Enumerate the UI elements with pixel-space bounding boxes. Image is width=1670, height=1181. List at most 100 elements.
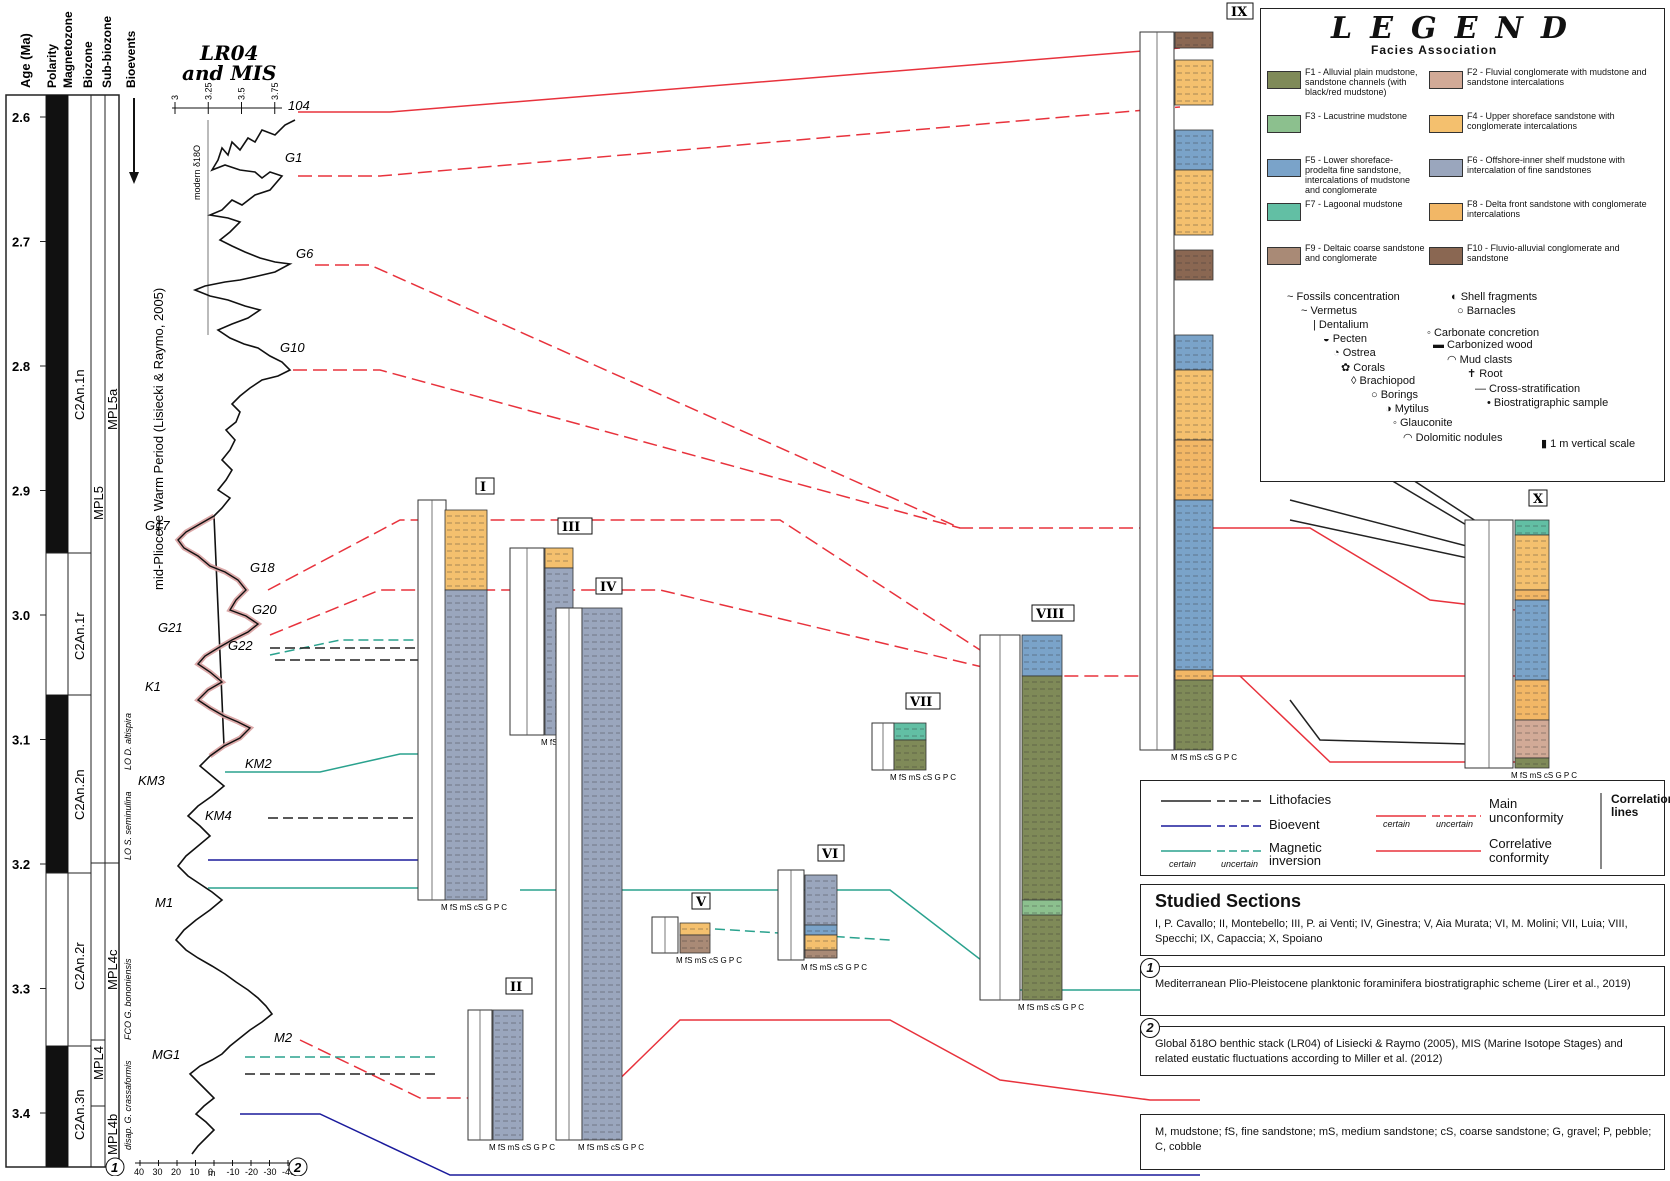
legend-symbol-item: | Dentalium	[1313, 319, 1369, 331]
magnetozone-c2an2r: C2An.2r	[72, 942, 87, 990]
biozone-mpl4b: MPL4b	[105, 1114, 120, 1155]
uncertain-label-left: uncertain	[1221, 859, 1259, 869]
mis-label: G17	[145, 518, 170, 533]
section-numeral-box	[505, 977, 533, 995]
sea-level-tick-label: 0	[208, 1167, 213, 1176]
facies-block-f6	[804, 874, 838, 926]
lr04-axis-tick-label: 3.75	[270, 82, 280, 100]
facies-block-f7	[893, 722, 927, 741]
facies-block-f1	[1514, 757, 1550, 769]
facies-swatch-f1	[1267, 71, 1301, 89]
facies-label-f1: F1 - Alluvial plain mudstone, sandstone …	[1305, 67, 1418, 97]
section-ix: IXM fS mS cS G P C	[1139, 2, 1254, 762]
note-2-marker: 2	[1140, 1018, 1160, 1038]
grain-size-scale: M fS mS cS G P C	[578, 1143, 644, 1152]
mis-label: KM4	[205, 808, 232, 823]
biozone-mpl4: MPL4	[91, 1046, 106, 1080]
studied-sections-box: Studied Sections I, P. Cavallo; II, Mont…	[1140, 884, 1665, 956]
magnetozone-c2an1n: C2An.1n	[72, 369, 87, 420]
facies-block-f4	[1174, 369, 1214, 441]
legend-title: LEGEND	[1331, 11, 1585, 46]
sea-level-tick-label: 10	[190, 1167, 200, 1176]
sea-level-tick-label: 40	[134, 1167, 144, 1176]
certain-label-right: certain	[1383, 819, 1411, 829]
correlative-conformity-label: Correlative conformity	[1489, 836, 1552, 865]
lr04-axis-tick-label: 3	[170, 95, 180, 100]
warm-period-label: mid-Pliocene Warm Period (Lisiecki & Ray…	[151, 288, 166, 590]
bioevent-lo-altispira: LO D. altispira	[123, 713, 133, 770]
magnetozone-c2an2n: C2An.2n	[72, 769, 87, 820]
main-unconformity-label: Main unconformity	[1489, 796, 1564, 825]
lr04-curve-warm-period-line	[177, 515, 260, 757]
section-numeral-box	[1031, 604, 1075, 622]
section-v: VM fS mS cS G P C	[651, 892, 742, 965]
mis-label: G10	[280, 340, 305, 355]
time-scale: 2.62.72.82.93.03.13.23.33.4 Age (Ma) Pol…	[5, 11, 139, 1177]
magnetozone-c2an3n: C2An.3n	[72, 1089, 87, 1140]
header-age: Age (Ma)	[18, 33, 33, 88]
facies-block-f5	[1174, 334, 1214, 371]
facies-swatch-f7	[1267, 203, 1301, 221]
grain-size-scale: M fS mS cS G P C	[1018, 1003, 1084, 1012]
mis-label: M2	[274, 1030, 293, 1045]
sea-level-tick-label: 20	[171, 1167, 181, 1176]
facies-label-f3: F3 - Lacustrine mudstone	[1305, 111, 1408, 121]
legend-symbol-item: ▮ 1 m vertical scale	[1541, 438, 1636, 450]
magnetic-inversion-label: Magnetic inversion	[1269, 840, 1322, 868]
section-numeral: II	[510, 980, 522, 995]
legend-symbol-item: ◊ Brachiopod	[1351, 375, 1416, 387]
age-tick-label: 3.0	[12, 608, 30, 623]
correlation-legend: Lithofacies Bioevent Magnetic inversion …	[1140, 780, 1670, 876]
facies-block-f5	[1514, 599, 1550, 681]
header-magnetozone: Magnetozone	[61, 11, 75, 88]
legend-symbol-item: ◦ Carbonate concretion	[1427, 327, 1540, 339]
correlation-side-label: Correlation lines	[1611, 792, 1670, 819]
facies-swatch-f5	[1267, 159, 1301, 177]
age-tick-label: 3.2	[12, 857, 30, 872]
facies-block-f10	[1174, 31, 1214, 49]
section-numeral: VI	[821, 847, 838, 862]
section-ii: IIM fS mS cS G P C	[467, 977, 555, 1152]
lr04-subtitle: and MIS	[182, 61, 276, 85]
sea-level-tick-label: -20	[245, 1167, 258, 1176]
legend-symbol-item: — Cross-stratification	[1475, 383, 1581, 395]
facies-block-f8	[1174, 669, 1214, 681]
facies-swatch-f6	[1429, 159, 1463, 177]
mis-label: KM2	[245, 756, 273, 771]
sea-level-tick-label: 30	[153, 1167, 163, 1176]
legend-symbol-item: ◑ Mytilus	[1385, 403, 1429, 415]
facies-block-f9	[679, 934, 711, 954]
facies-swatch-f9	[1267, 247, 1301, 265]
facies-swatch-f3	[1267, 115, 1301, 133]
section-numeral: IV	[600, 580, 617, 595]
header-biozone: Biozone	[81, 41, 95, 88]
legend-symbol-item: ✿ Corals	[1341, 362, 1386, 374]
facies-swatch-f8	[1429, 203, 1463, 221]
grain-size-scale: M fS mS cS G P C	[1171, 753, 1237, 762]
header-subbiozone: Sub-biozone	[100, 16, 114, 88]
facies-block-f2	[1514, 719, 1550, 759]
mis-label: 104	[288, 98, 310, 113]
section-numeral: III	[562, 520, 580, 535]
legend-symbol-item: ▬ Carbonized wood	[1433, 339, 1533, 351]
note-3-box: M, mudstone; fS, fine sandstone; mS, med…	[1140, 1114, 1665, 1170]
legend-symbol-item: ◒ Pecten	[1323, 333, 1367, 345]
facies-block-f8	[1514, 589, 1550, 601]
section-numeral: V	[695, 895, 707, 910]
subbiozone-mpl5a: MPL5a	[105, 388, 120, 430]
footnote-2-marker: 2	[293, 1160, 302, 1175]
facies-block-f4	[444, 509, 488, 591]
section-numeral-box	[557, 517, 593, 535]
age-ticks: 2.62.72.82.93.03.13.23.33.4	[12, 110, 46, 1121]
mis-label: K1	[145, 679, 161, 694]
footnote-1-marker: 1	[111, 1160, 118, 1175]
facies-block-f4	[1174, 169, 1214, 236]
age-tick-label: 2.8	[12, 359, 30, 374]
note-1-box: Mediterranean Plio-Pleistocene planktoni…	[1140, 966, 1665, 1016]
legend-symbol-item: ✝ Root	[1467, 368, 1503, 380]
section-numeral: VII	[909, 695, 932, 710]
modern-d18o-label: modern δ18O	[192, 145, 202, 200]
lr04-axis-tick-label: 3.5	[237, 87, 247, 100]
